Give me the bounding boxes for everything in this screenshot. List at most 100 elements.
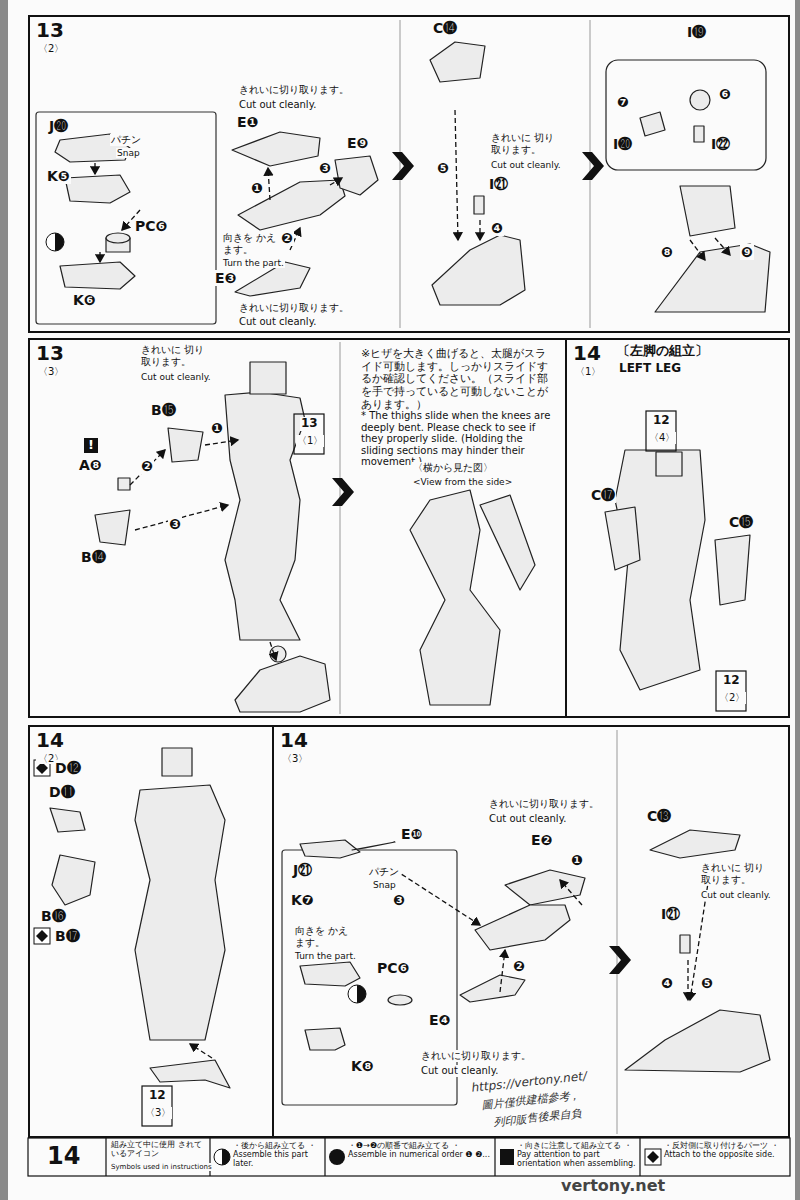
note-text: Cut out cleanly. bbox=[238, 99, 317, 111]
note-text: 〈1〉 bbox=[296, 435, 324, 447]
sub-step: 〈1〉 bbox=[573, 366, 603, 377]
part-label: K❻ bbox=[72, 292, 97, 308]
part-label: B⓮ bbox=[80, 549, 107, 565]
section-title: 〔左脚の組立〕 bbox=[615, 344, 710, 358]
part-label: I㉒ bbox=[710, 136, 731, 152]
note-text: きれいに切り取ります。 bbox=[238, 84, 350, 96]
part-label: E❾ bbox=[346, 135, 369, 151]
part-label: K❼ bbox=[290, 892, 315, 908]
note-text: きれいに 切り取ります。 bbox=[490, 132, 562, 155]
step-number: 13 bbox=[34, 19, 66, 41]
part-label: C⓱ bbox=[590, 487, 616, 503]
note-text: Symbols used in instructions bbox=[110, 1163, 213, 1171]
step-order-number: ❶ bbox=[250, 180, 264, 196]
step-order-number: ❼ bbox=[616, 94, 630, 110]
part-label: C⓯ bbox=[728, 514, 754, 530]
step-number: 13 bbox=[34, 342, 66, 364]
note-text: 組み立て中に使用 されているアイコン bbox=[110, 1140, 206, 1158]
note-text: 〈3〉 bbox=[144, 1107, 172, 1119]
part-label: K❺ bbox=[46, 168, 71, 184]
note-text: 〈横から見た図〉 bbox=[412, 462, 494, 474]
note-text: パチン bbox=[368, 866, 400, 878]
part-label: D⓫ bbox=[48, 784, 76, 800]
note-text: Cut out cleanly. bbox=[490, 160, 562, 170]
step-panel: 14 〈1〉 〔左脚の組立〕 LEFT LEG bbox=[565, 338, 790, 718]
step-order-number: ❷ bbox=[280, 230, 294, 246]
part-label: J⓴ bbox=[48, 118, 69, 134]
note-text: Cut out cleanly. bbox=[140, 372, 212, 382]
step-order-number: ❹ bbox=[490, 220, 504, 236]
part-label: I⓳ bbox=[686, 24, 707, 40]
note-text: Cut out cleanly. bbox=[420, 1065, 499, 1077]
part-label: J㉑ bbox=[292, 862, 313, 878]
step-order-number: ❺ bbox=[700, 975, 714, 991]
note-text: Turn the part. bbox=[294, 951, 357, 961]
legend-text: ・反対側に取り付けるパーツ ・Attach to the opposite si… bbox=[664, 1141, 786, 1159]
part-label: E❿ bbox=[400, 826, 423, 842]
note-text: 〈2〉 bbox=[718, 692, 746, 704]
step-number: 14 bbox=[571, 342, 603, 364]
step-order-number: ❸ bbox=[318, 160, 332, 176]
part-label: PC❻ bbox=[134, 218, 168, 234]
watermark: vertony.net bbox=[560, 1177, 666, 1195]
legend-text: ・向きに注意して組み立てる ・Pay attention to part ori… bbox=[517, 1141, 637, 1168]
note-text: パチン bbox=[110, 134, 142, 146]
callout-number: 13 bbox=[300, 417, 319, 431]
part-label: C⓮ bbox=[432, 20, 458, 36]
note-text: きれいに切り取ります。 bbox=[238, 302, 350, 314]
note-text: きれいに切り取ります。 bbox=[488, 798, 600, 810]
note-text: Turn the part. bbox=[222, 258, 285, 268]
legend-text: ・❶→❷の順番で組み立てる ・Assemble in numerical ord… bbox=[348, 1141, 492, 1159]
callout-number: 12 bbox=[148, 1089, 167, 1103]
legend-text: ・後から組み立てる ・Assemble this part later. bbox=[233, 1141, 321, 1168]
note-text: きれいに切り取ります。 bbox=[420, 1050, 532, 1062]
part-label: E❸ bbox=[214, 270, 237, 286]
step-order-number: ❸ bbox=[392, 892, 406, 908]
note-text: ※ヒザを大きく曲げると、太腿がスライド可動します。しっかりスライドするか確認して… bbox=[360, 348, 558, 411]
callout-number: 12 bbox=[722, 674, 741, 688]
step-order-number: ❹ bbox=[660, 975, 674, 991]
section-title-en: LEFT LEG bbox=[617, 362, 683, 375]
part-label: I㉑ bbox=[488, 176, 509, 192]
note-text: * The thighs slide when the knees are de… bbox=[360, 410, 558, 468]
step-order-number: ❽ bbox=[660, 244, 674, 260]
part-label: ❻ bbox=[718, 86, 732, 102]
note-text: Cut out cleanly. bbox=[700, 890, 772, 900]
sub-step: 〈2〉 bbox=[36, 43, 66, 54]
part-label: PC❻ bbox=[376, 960, 410, 976]
note-text: <View from the side> bbox=[412, 477, 513, 487]
sub-step: 〈3〉 bbox=[280, 753, 310, 764]
part-label: A❽ bbox=[78, 457, 103, 473]
step-number: 14 bbox=[34, 729, 66, 751]
sub-step: 〈3〉 bbox=[36, 366, 66, 377]
note-text: 〈4〉 bbox=[648, 432, 676, 444]
part-label: I⓴ bbox=[612, 136, 633, 152]
callout-number: 12 bbox=[652, 414, 671, 428]
page-number: 14 bbox=[46, 1143, 81, 1171]
note-text: Snap bbox=[372, 880, 397, 890]
step-order-number: ❷ bbox=[512, 958, 526, 974]
note-text: Cut out cleanly. bbox=[238, 316, 317, 328]
note-text: 向きを かえます。 bbox=[222, 232, 280, 255]
step-order-number: ❶ bbox=[570, 852, 584, 868]
caution-icon: ! bbox=[84, 438, 98, 453]
step-order-number: ❾ bbox=[740, 244, 754, 260]
part-label: E❶ bbox=[236, 114, 259, 130]
note-text: 向きを かえます。 bbox=[294, 925, 352, 948]
note-text: きれいに 切り取ります。 bbox=[140, 344, 206, 367]
step-order-number: ❷ bbox=[140, 458, 154, 474]
note-text: Snap bbox=[116, 148, 141, 158]
step-panel: 13〈2〉 bbox=[28, 15, 790, 333]
step-order-number: ❺ bbox=[436, 160, 450, 176]
part-label: E❹ bbox=[428, 1012, 451, 1028]
part-label: B⓯ bbox=[150, 402, 177, 418]
part-label: K❽ bbox=[350, 1058, 375, 1074]
part-label: C⓭ bbox=[646, 808, 672, 824]
step-order-number: ❶ bbox=[210, 420, 224, 436]
part-label: I㉑ bbox=[660, 906, 681, 922]
note-text: きれいに 切り取ります。 bbox=[700, 862, 772, 885]
step-order-number: ❸ bbox=[168, 516, 182, 532]
part-label: B⓰ bbox=[40, 908, 67, 924]
note-text: Cut out cleanly. bbox=[488, 813, 567, 825]
